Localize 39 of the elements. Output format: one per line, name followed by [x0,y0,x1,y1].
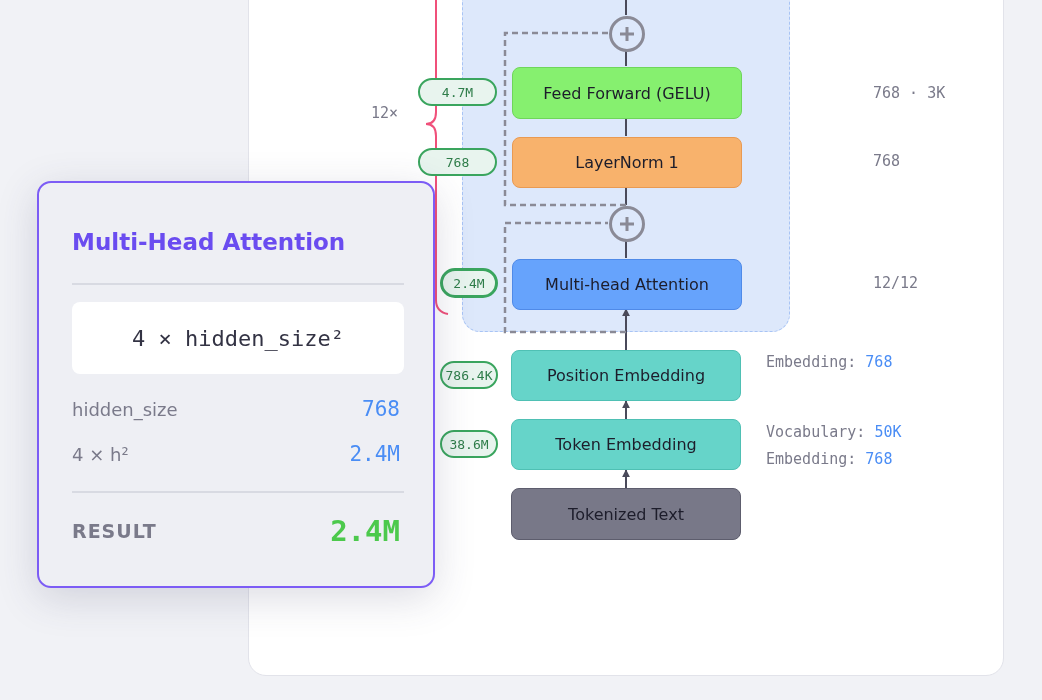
size-note: 12/12 [873,274,919,292]
connector [625,0,627,16]
field-value: 768 [362,397,400,421]
process-box: Tokenized Text [511,488,741,540]
parameter-pill: 786.4K [440,361,498,389]
process-box: LayerNorm 1 [512,137,742,188]
residual-connector [503,31,626,207]
parameter-pill: 2.4M [440,268,498,298]
process-box: Multi-head Attention [512,259,742,310]
sum-circle [609,206,645,242]
process-box: Feed Forward (GELU) [512,67,742,119]
size-note: 768 · 3K [873,84,946,102]
result-value: 2.4M [330,514,400,548]
parameter-pill: 4.7M [418,78,497,106]
connector [622,469,630,489]
parameter-pill: 38.6M [440,430,498,458]
field-label: hidden_size [72,399,178,420]
size-note: Vocabulary: 50K [766,423,902,441]
connector [625,240,627,259]
field-value: 2.4M [349,442,400,466]
result-label: RESULT [72,520,157,542]
connector [622,308,630,351]
formula-panel: 4 × hidden_size² [72,302,404,374]
process-box: Token Embedding [511,419,741,470]
connector [625,117,627,137]
repeat-count: 12× [371,104,399,122]
process-box: Position Embedding [511,350,741,401]
info-card [37,181,435,588]
field-label: 4 × h² [72,444,129,465]
connector [622,400,630,420]
connector [625,50,627,67]
size-note: Embedding: 768 [766,353,893,371]
size-note: 768 [873,152,901,170]
residual-connector [503,221,626,334]
card-title: Multi-Head Attention [72,229,346,255]
parameter-pill: 768 [418,148,497,176]
size-note: Embedding: 768 [766,450,893,468]
connector [625,186,627,206]
sum-circle [609,16,645,52]
